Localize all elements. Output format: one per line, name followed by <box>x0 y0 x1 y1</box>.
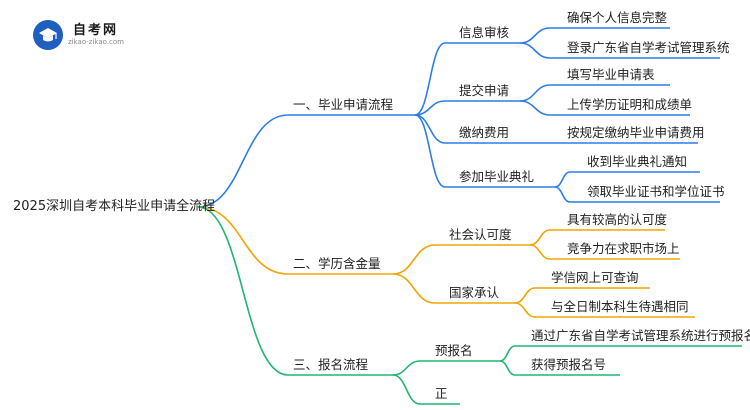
node-national-recognition: 国家承认 <box>449 285 500 300</box>
branch-connector <box>197 206 289 275</box>
node-pre-registration: 预报名 <box>435 343 473 358</box>
node-info-review: 信息审核 <box>459 25 510 40</box>
leaf-connector <box>519 42 551 59</box>
branch-connector <box>197 206 289 376</box>
leaf-connector <box>554 171 571 188</box>
leaf-high-recognition: 具有较高的认可度 <box>567 212 668 227</box>
leaf-fill-form: 填写毕业申请表 <box>567 67 655 82</box>
node-connector <box>414 42 446 116</box>
node-connector <box>392 374 421 405</box>
site-logo[interactable]: 自考网 zikao-zikao.com <box>33 12 143 52</box>
leaf-connector <box>529 229 551 246</box>
branch-connector <box>197 114 289 208</box>
leaf-pre-register-online: 通过广东省自学考试管理系统进行预报名 <box>531 328 750 343</box>
leaf-connector <box>499 360 516 376</box>
node-connector <box>392 273 436 304</box>
leaf-ensure-info-complete: 确保个人信息完整 <box>567 10 668 25</box>
node-graduation-ceremony: 参加毕业典礼 <box>459 169 535 184</box>
leaf-chsi-verifiable: 学信网上可查询 <box>551 270 639 285</box>
node-connector <box>414 100 446 116</box>
logo-title: 自考网 <box>73 23 119 38</box>
node-submit-application: 提交申请 <box>459 83 510 98</box>
node-connector <box>392 244 436 275</box>
leaf-equal-treatment: 与全日制本科生待遇相同 <box>551 299 689 314</box>
leaf-upload-docs: 上传学历证明和成绩单 <box>567 97 693 112</box>
leaf-get-pre-reg-number: 获得预报名号 <box>531 357 607 372</box>
leaf-connector <box>514 287 536 304</box>
leaf-pay-fee: 按规定缴纳毕业申请费用 <box>567 125 705 140</box>
branch-application-process: 一、毕业申请流程 <box>293 97 394 112</box>
leaf-connector <box>519 84 551 102</box>
node-connector <box>414 114 446 144</box>
node-formal-registration: 正 <box>435 386 448 401</box>
branch-registration-process: 三、报名流程 <box>293 357 369 372</box>
leaf-connector <box>529 244 551 260</box>
leaf-ceremony-notice: 收到毕业典礼通知 <box>587 154 688 169</box>
leaf-connector <box>499 345 516 362</box>
mindmap-root: 2025深圳自考本科毕业申请全流程 <box>13 199 216 214</box>
logo-url: zikao-zikao.com <box>68 38 124 46</box>
node-social-recognition: 社会认可度 <box>449 227 512 242</box>
leaf-connector <box>519 100 551 116</box>
leaf-job-competitiveness: 竞争力在求职市场上 <box>567 241 680 256</box>
leaf-receive-certificates: 领取毕业证书和学位证书 <box>587 184 725 199</box>
node-connector <box>414 114 446 188</box>
node-connector <box>392 360 421 376</box>
logo-graduation-cap-icon <box>33 20 63 50</box>
leaf-connector <box>519 27 551 44</box>
leaf-login-system: 登录广东省自学考试管理系统 <box>567 40 730 55</box>
branch-degree-value: 二、学历含金量 <box>293 256 381 271</box>
leaf-connector <box>554 186 571 203</box>
leaf-connector <box>514 302 536 318</box>
node-pay-fees: 缴纳费用 <box>459 125 510 140</box>
